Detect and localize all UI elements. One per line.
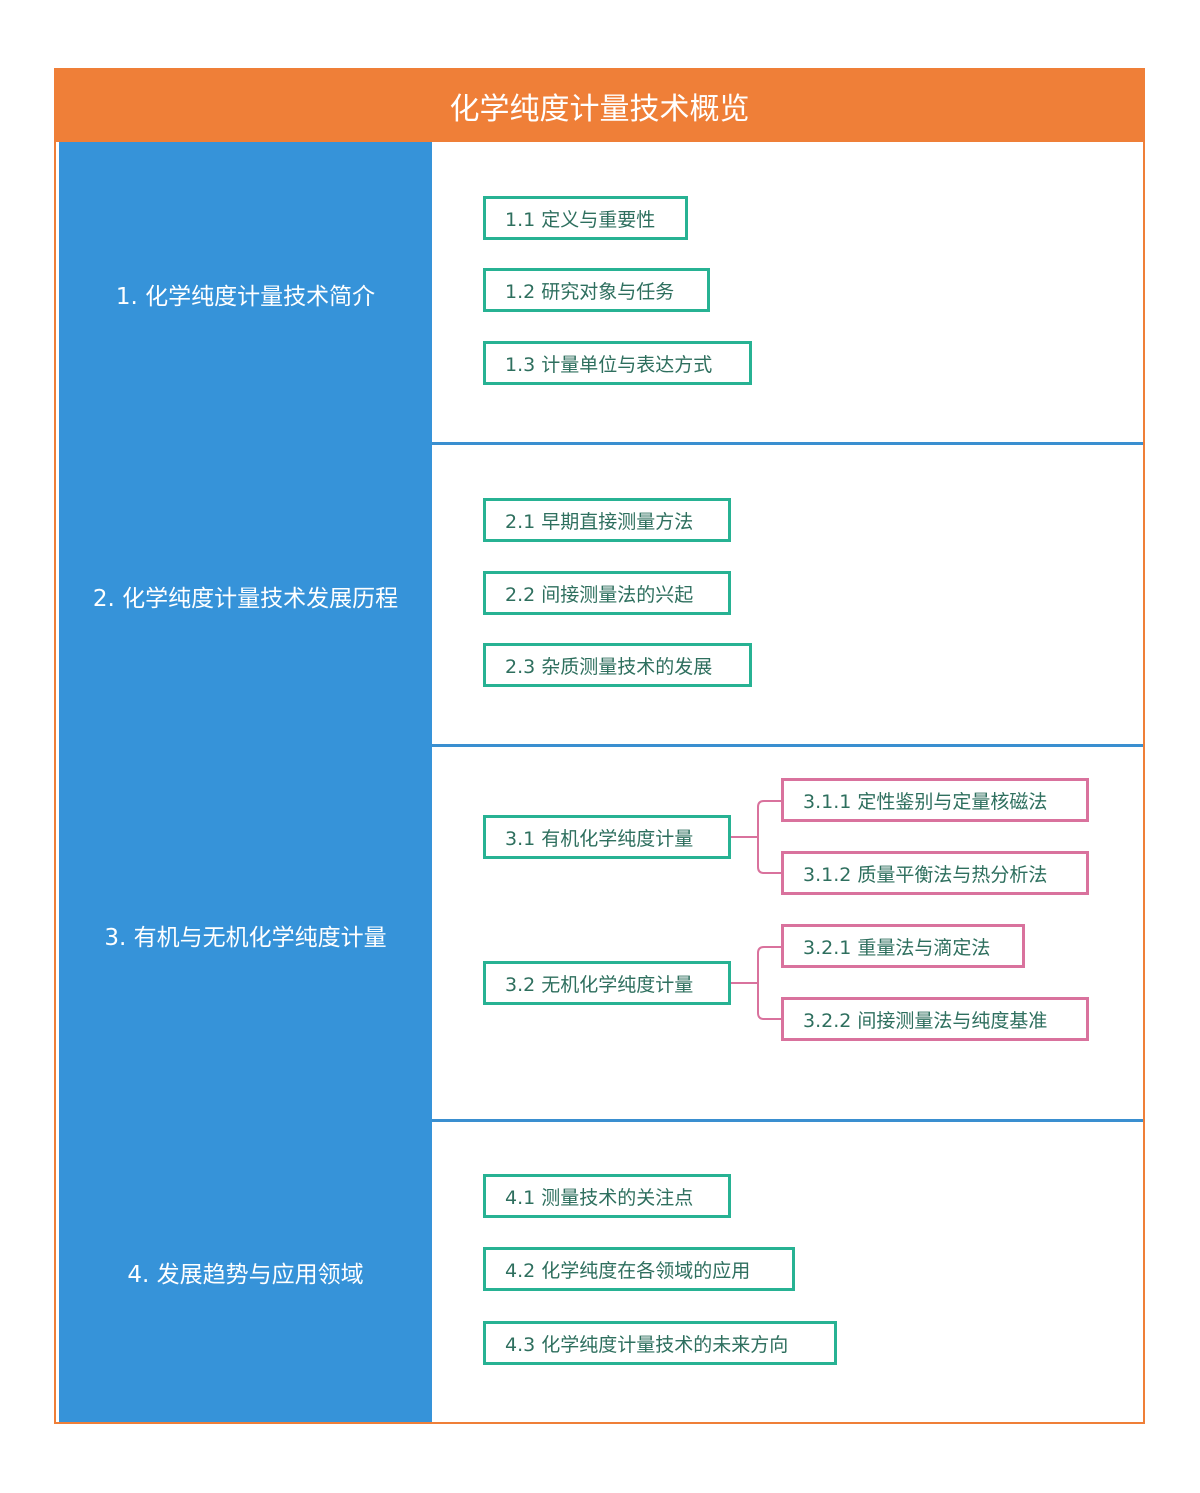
node-4-1: 4.1 测量技术的关注点 xyxy=(483,1174,731,1218)
section-3-divider xyxy=(432,1119,1143,1122)
node-2-3: 2.3 杂质测量技术的发展 xyxy=(483,643,752,687)
section-3: 3. 有机与无机化学纯度计量 3.1 有机化学纯度计量 3.1.1 定性鉴别与定… xyxy=(56,747,1143,1122)
connector-3-1-2 xyxy=(731,836,783,874)
connector-3-1-1 xyxy=(731,800,783,838)
section-4-body: 4.1 测量技术的关注点 4.2 化学纯度在各领域的应用 4.3 化学纯度计量技… xyxy=(432,1122,1143,1422)
node-2-1: 2.1 早期直接测量方法 xyxy=(483,498,731,542)
section-3-label: 3. 有机与无机化学纯度计量 xyxy=(59,747,432,1122)
section-1-body: 1.1 定义与重要性 1.2 研究对象与任务 1.3 计量单位与表达方式 xyxy=(432,142,1143,445)
section-2-divider xyxy=(432,744,1143,747)
connector-3-2-1 xyxy=(731,946,783,984)
node-3-1: 3.1 有机化学纯度计量 xyxy=(483,815,731,859)
node-3-2-2: 3.2.2 间接测量法与纯度基准 xyxy=(781,997,1089,1041)
node-1-1: 1.1 定义与重要性 xyxy=(483,196,688,240)
section-1-divider xyxy=(432,442,1143,445)
section-4-label: 4. 发展趋势与应用领域 xyxy=(59,1122,432,1422)
node-1-2: 1.2 研究对象与任务 xyxy=(483,268,710,312)
section-3-body: 3.1 有机化学纯度计量 3.1.1 定性鉴别与定量核磁法 3.1.2 质量平衡… xyxy=(432,747,1143,1122)
section-3-connectors xyxy=(731,800,783,1020)
node-4-3: 4.3 化学纯度计量技术的未来方向 xyxy=(483,1321,837,1365)
node-3-2-1: 3.2.1 重量法与滴定法 xyxy=(781,924,1025,968)
section-4: 4. 发展趋势与应用领域 4.1 测量技术的关注点 4.2 化学纯度在各领域的应… xyxy=(56,1122,1143,1422)
node-2-2: 2.2 间接测量法的兴起 xyxy=(483,571,731,615)
diagram-frame: 化学纯度计量技术概览 1. 化学纯度计量技术简介 1.1 定义与重要性 1.2 … xyxy=(54,68,1145,1424)
node-3-1-2: 3.1.2 质量平衡法与热分析法 xyxy=(781,851,1089,895)
section-1: 1. 化学纯度计量技术简介 1.1 定义与重要性 1.2 研究对象与任务 1.3… xyxy=(56,142,1143,445)
section-2: 2. 化学纯度计量技术发展历程 2.1 早期直接测量方法 2.2 间接测量法的兴… xyxy=(56,445,1143,747)
node-3-2: 3.2 无机化学纯度计量 xyxy=(483,961,731,1005)
node-4-2: 4.2 化学纯度在各领域的应用 xyxy=(483,1247,795,1291)
node-1-3: 1.3 计量单位与表达方式 xyxy=(483,341,752,385)
diagram-title: 化学纯度计量技术概览 xyxy=(56,70,1143,142)
section-1-label: 1. 化学纯度计量技术简介 xyxy=(59,142,432,445)
section-2-label: 2. 化学纯度计量技术发展历程 xyxy=(59,445,432,747)
node-3-1-1: 3.1.1 定性鉴别与定量核磁法 xyxy=(781,778,1089,822)
connector-3-2-2 xyxy=(731,982,783,1020)
section-2-body: 2.1 早期直接测量方法 2.2 间接测量法的兴起 2.3 杂质测量技术的发展 xyxy=(432,445,1143,747)
